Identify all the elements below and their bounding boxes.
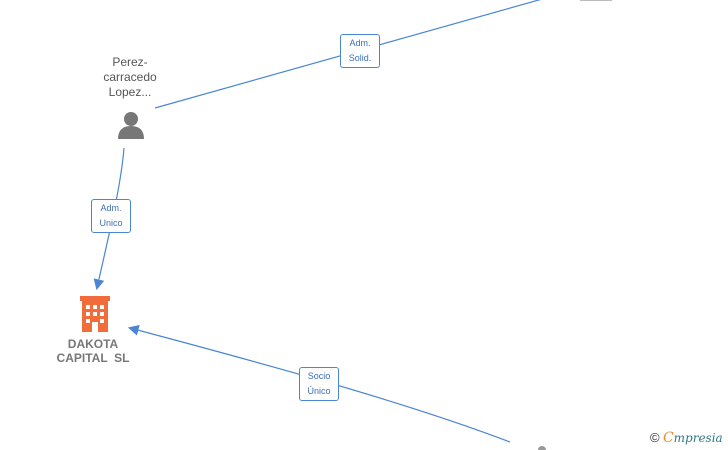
edge-label-socio-unico-line-1: Socio	[307, 371, 331, 381]
company-name[interactable]: DAKOTA CAPITAL SL	[48, 337, 138, 365]
edge-label-adm-unico-line-2: Unico	[99, 218, 123, 228]
brand-logo-letter: C	[662, 430, 674, 446]
edge-label-socio-unico-line-2: Único	[307, 386, 331, 396]
copyright-symbol: ©	[650, 430, 660, 445]
person-icon[interactable]	[116, 110, 146, 140]
edge-label-adm-solid-line-1: Adm.	[349, 38, 371, 48]
person-name-line-2: carracedo	[103, 70, 157, 84]
person-icon-partial[interactable]	[535, 445, 549, 450]
edge-label-socio-unico[interactable]: Socio Único	[299, 367, 339, 401]
edge-label-adm-solid[interactable]: Adm. Solid.	[340, 34, 380, 68]
edge-label-adm-unico-line-1: Adm.	[100, 203, 122, 213]
company-name-line-1: DAKOTA	[67, 337, 119, 351]
person-name[interactable]: Perez- carracedo Lopez...	[90, 55, 170, 100]
edge-label-adm-unico[interactable]: Adm. Unico	[91, 199, 131, 233]
person-name-line-1: Perez-	[112, 55, 148, 69]
building-icon[interactable]	[80, 296, 110, 332]
brand-logo-text: mpresia	[673, 431, 723, 445]
edge-label-adm-solid-line-2: Solid.	[348, 53, 372, 63]
empresia-watermark: © Cmpresia	[650, 430, 723, 446]
partial-node-top-right[interactable]	[580, 0, 612, 1]
company-name-line-2: CAPITAL SL	[56, 351, 130, 365]
person-name-line-3: Lopez...	[108, 85, 152, 99]
